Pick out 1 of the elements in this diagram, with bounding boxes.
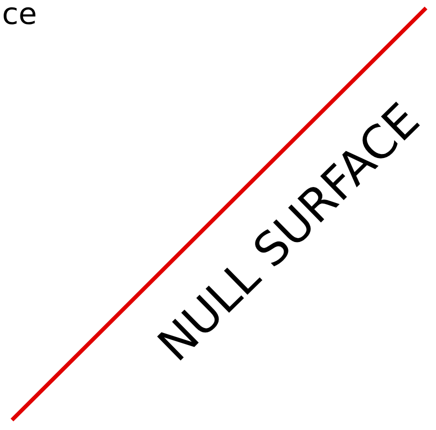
partial-text: ce: [2, 0, 37, 30]
